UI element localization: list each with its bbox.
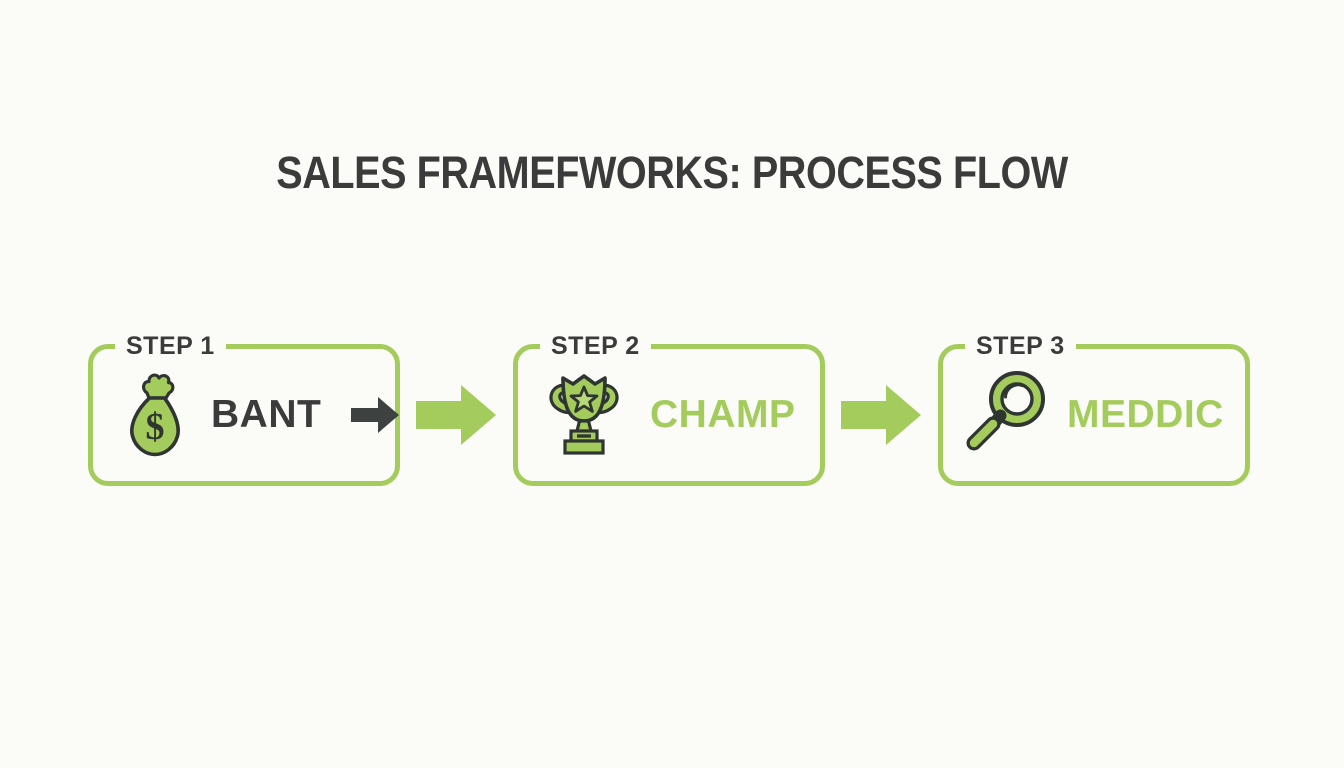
framework-name-meddic: MEDDIC	[1067, 393, 1224, 436]
flow-arrow-icon	[400, 383, 513, 447]
step-box-2: STEP 2 CHAMP	[513, 331, 825, 486]
flow-arrow-icon	[825, 383, 938, 447]
process-flow: STEP 1 $ BANT STEP 2	[88, 331, 1250, 486]
magnifier-icon	[955, 363, 1059, 467]
step-2-label: STEP 2	[540, 331, 651, 361]
framework-name-champ: CHAMP	[650, 393, 796, 436]
step-box-1: STEP 1 $ BANT	[88, 331, 401, 486]
step-1-label: STEP 1	[115, 331, 226, 361]
money-bag-icon: $	[123, 372, 187, 458]
step-3-label: STEP 3	[965, 331, 1076, 361]
step-box-3: STEP 3 MEDDIC	[938, 331, 1250, 486]
svg-text:$: $	[146, 406, 165, 448]
framework-name-bant: BANT	[211, 393, 322, 436]
right-arrow-icon	[351, 395, 401, 435]
trophy-icon	[542, 367, 626, 463]
page-title: SALES FRAMEFWORKS: PROCESS FLOW	[276, 147, 1068, 198]
